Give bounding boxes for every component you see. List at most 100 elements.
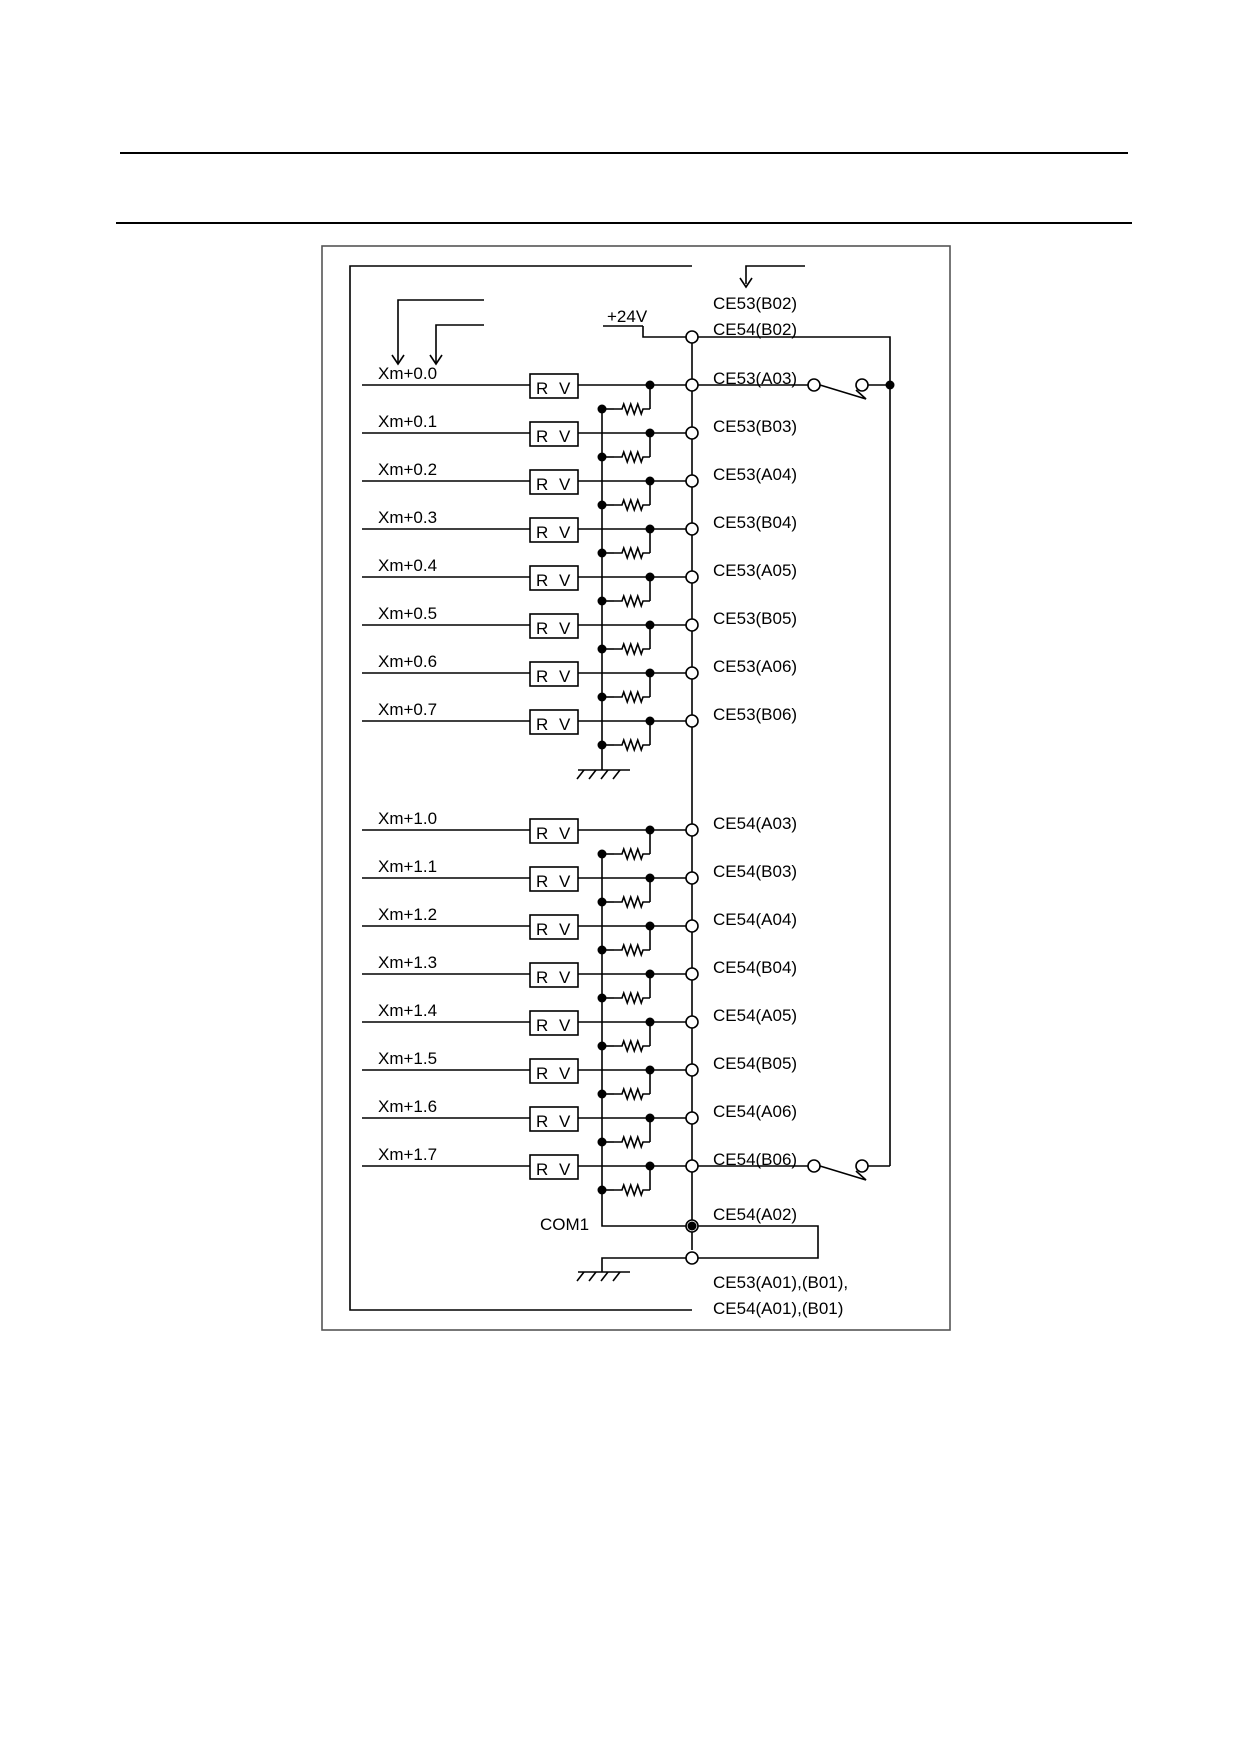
junction-dot <box>645 921 655 931</box>
ground-hatch <box>576 769 585 780</box>
junction-dot <box>597 692 607 702</box>
rv-filter-label: R V <box>536 1160 573 1179</box>
terminal-circle <box>807 1159 821 1173</box>
header-rule-top <box>120 152 1128 154</box>
pull-down-resistor <box>614 737 650 753</box>
pull-down-resistor <box>614 689 650 705</box>
junction-dot <box>597 1185 607 1195</box>
junction-dot <box>597 548 607 558</box>
input-label: Xm+1.1 <box>378 857 437 876</box>
header-rule-bottom <box>116 222 1132 224</box>
rv-filter-box <box>529 866 579 892</box>
junction-dot <box>597 740 607 750</box>
terminal-circle <box>685 522 699 536</box>
pull-down-resistor <box>614 942 650 958</box>
junction-dot <box>597 1137 607 1147</box>
rv-filter-label: R V <box>536 1016 573 1035</box>
terminal-label: CE53(A01),(B01), <box>713 1273 848 1292</box>
terminal-circle <box>685 474 699 488</box>
rv-filter-label: R V <box>536 667 573 686</box>
rv-filter-box <box>529 962 579 988</box>
ground-hatch <box>600 769 609 780</box>
terminal-label: CE54(B02) <box>713 320 797 339</box>
pull-down-resistor <box>614 1134 650 1150</box>
input-label: Xm+0.2 <box>378 460 437 479</box>
input-label: Xm+1.0 <box>378 809 437 828</box>
input-label: Xm+1.2 <box>378 905 437 924</box>
terminal-label: CE53(A06) <box>713 657 797 676</box>
pull-down-resistor <box>614 449 650 465</box>
terminal-circle <box>807 378 821 392</box>
rv-filter-box <box>529 565 579 591</box>
rv-filter-box <box>529 1058 579 1084</box>
arrow-head <box>429 354 443 366</box>
input-label: Xm+0.5 <box>378 604 437 623</box>
rv-filter-box <box>529 914 579 940</box>
input-label: Xm+0.3 <box>378 508 437 527</box>
junction-dot <box>597 897 607 907</box>
terminal-circle <box>685 426 699 440</box>
rv-filter-label: R V <box>536 872 573 891</box>
rv-filter-box <box>529 709 579 735</box>
figure-frame <box>321 245 951 1331</box>
ground-hatch <box>576 1271 585 1282</box>
junction-dot <box>645 428 655 438</box>
pull-down-resistor <box>614 401 650 417</box>
junction-dot <box>645 572 655 582</box>
terminal-circle <box>685 1111 699 1125</box>
terminal-label: CE53(B05) <box>713 609 797 628</box>
terminal-label: CE54(A05) <box>713 1006 797 1025</box>
junction-dot <box>597 596 607 606</box>
input-label: Xm+0.1 <box>378 412 437 431</box>
terminal-circle <box>855 378 869 392</box>
junction-dot <box>597 452 607 462</box>
ground-hatch <box>600 1271 609 1282</box>
com-wire <box>601 1190 686 1227</box>
terminal-circle <box>685 1063 699 1077</box>
junction-dot <box>645 476 655 486</box>
rv-filter-box <box>529 469 579 495</box>
terminal-circle <box>685 666 699 680</box>
input-label: Xm+1.7 <box>378 1145 437 1164</box>
input-arrow-line <box>397 299 484 364</box>
rv-filter-label: R V <box>536 715 573 734</box>
junction-dot <box>645 1065 655 1075</box>
ground-hatch <box>612 1271 621 1282</box>
junction-dot <box>645 969 655 979</box>
terminal-label: CE54(B04) <box>713 958 797 977</box>
pull-down-resistor <box>614 545 650 561</box>
switch-lever <box>819 384 867 400</box>
terminal-circle <box>685 330 699 344</box>
terminal-circle <box>685 967 699 981</box>
pull-down-resistor <box>614 497 650 513</box>
junction-dot <box>597 945 607 955</box>
rv-filter-label: R V <box>536 475 573 494</box>
input-label: Xm+1.3 <box>378 953 437 972</box>
rv-filter-box <box>529 373 579 399</box>
terminal-label: CE53(B03) <box>713 417 797 436</box>
junction-dot <box>885 380 895 390</box>
junction-dot <box>645 380 655 390</box>
terminal-label: CE54(A06) <box>713 1102 797 1121</box>
junction-dot <box>597 993 607 1003</box>
terminal-label: CE53(A04) <box>713 465 797 484</box>
junction-dot <box>645 873 655 883</box>
unit-boundary <box>349 265 692 1311</box>
junction-dot <box>597 1041 607 1051</box>
ground-hatch <box>612 769 621 780</box>
junction-dot <box>597 849 607 859</box>
rv-filter-box <box>529 1154 579 1180</box>
junction-dot <box>597 500 607 510</box>
terminal-label: CE54(A04) <box>713 910 797 929</box>
ground-hatch <box>588 769 597 780</box>
junction-dot <box>645 1161 655 1171</box>
rv-filter-label: R V <box>536 427 573 446</box>
input-arrow-line <box>435 324 484 364</box>
input-label: Xm+0.4 <box>378 556 437 575</box>
junction-dot <box>645 620 655 630</box>
terminal-label: CE54(B06) <box>713 1150 797 1169</box>
junction-dot <box>645 668 655 678</box>
terminal-label: CE54(A03) <box>713 814 797 833</box>
